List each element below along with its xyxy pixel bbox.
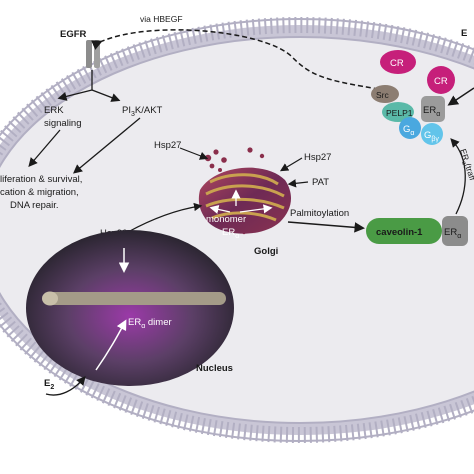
golgi-white-arrow-left: [209, 204, 231, 214]
outcome-line-1: liferation & survival,: [0, 174, 82, 185]
era-complex-label: ERα: [423, 105, 440, 118]
pat-arrow: [287, 179, 309, 188]
dimer-formation-arrow: [95, 319, 127, 371]
erk-label: ERK: [44, 105, 64, 116]
hbegf-dashed-arrow: [91, 29, 386, 91]
src-label: Src: [376, 90, 390, 100]
erk-to-outcome-arrow: [28, 129, 61, 167]
pelp1-label: PELP1: [386, 108, 413, 118]
nucleus: [26, 230, 234, 386]
era-caveolin-label: ERα: [444, 227, 461, 240]
e2-bottom-arrow: [45, 376, 86, 396]
monomer-label: monomer: [206, 214, 246, 225]
nucleus-label: Nucleus: [196, 363, 233, 374]
egfr-to-pi3k-arrow: [91, 89, 121, 102]
e2-bottom-label: E2: [44, 378, 54, 391]
hsp90-arrow: [127, 202, 203, 233]
membrane-receptor-complex: [371, 85, 445, 145]
cr-left-label: CR: [390, 58, 404, 69]
hsp27-left-label: Hsp27: [154, 140, 181, 151]
hsp27-right-arrow: [279, 157, 303, 172]
caveolin-label: caveolin-1: [376, 227, 423, 238]
era-dimer-label: ERα dimer: [128, 317, 172, 330]
hsp27-right-label: Hsp27: [304, 152, 331, 163]
palmitoylation-arrow: [287, 221, 365, 233]
outcome-line-2: cation & migration,: [0, 187, 79, 198]
caveolin-complex: [366, 216, 468, 246]
galpha-label: Gα: [403, 124, 414, 137]
cr-right-bubble: [427, 66, 455, 94]
era-golgi-label: ERα: [222, 227, 239, 240]
egfr-label: EGFR: [60, 29, 87, 40]
outcome-line-3: DNA repair.: [10, 200, 59, 211]
trafficking-arrow: [450, 138, 466, 215]
palmitoylation-label: Palmitoylation: [290, 208, 349, 219]
pi3k-label: PI3K/AKT: [122, 105, 163, 118]
pi3k-to-outcome-arrow: [73, 117, 141, 174]
pat-label: PAT: [312, 177, 329, 188]
cr-right-label: CR: [434, 76, 448, 87]
golgi-apparatus: [198, 167, 292, 234]
via-hbegf-label: via HBEGF: [140, 14, 183, 24]
golgi-label: Golgi: [254, 246, 278, 257]
cr-left-bubble: [380, 50, 416, 74]
e2-corner-label: E: [461, 28, 467, 39]
hsp27-left-arrow: [179, 147, 209, 160]
golgi-white-arrow-right: [239, 204, 273, 214]
e2-entry-arrow: [447, 87, 474, 106]
gbg-label: Gβγ: [424, 130, 439, 143]
era-trafficking-label: ERα(traff: [456, 148, 474, 183]
erk-signaling-label: signaling: [44, 118, 82, 129]
